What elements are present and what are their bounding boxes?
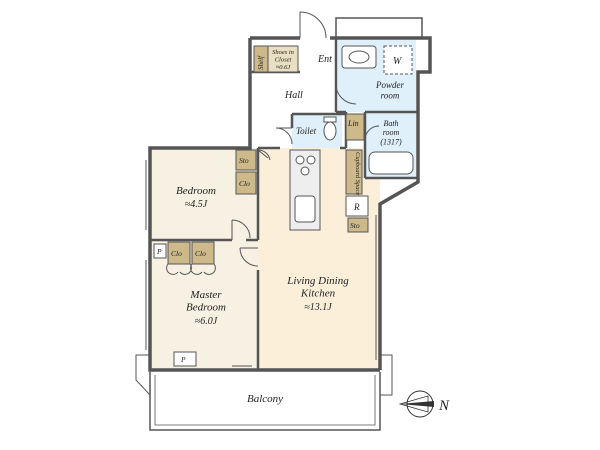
shoes-closet-box [267, 45, 299, 73]
outer-wall [148, 36, 432, 372]
label-line: ≈0.6J [276, 64, 292, 71]
linen-label: Lin [347, 119, 359, 128]
balcony-hatch-right [380, 354, 393, 396]
shelf-label: Shelf [257, 55, 265, 70]
cupboard-space-box [345, 149, 363, 195]
bedroom-size: ≈4.5J [185, 199, 208, 210]
stove-burner-1 [295, 155, 305, 165]
refrigerator-label: R [353, 202, 360, 212]
hall-label: Hall [284, 90, 303, 101]
closets [153, 45, 369, 367]
cupboard-space-label: Cupboard Space [354, 152, 361, 195]
label-line: Bath [383, 119, 398, 128]
label-line: (1317) [380, 137, 402, 146]
fixtures [289, 45, 414, 231]
bedroom-name: Bedroom [176, 185, 216, 197]
entrance-door-swing [299, 11, 327, 39]
washer-box [383, 45, 413, 75]
bedroom-door-swing [231, 219, 251, 240]
pipe-space-1-box [153, 243, 167, 259]
refrigerator-box [345, 195, 369, 217]
north-label: N [438, 398, 450, 414]
bathtub [368, 151, 414, 175]
toilet-door-swing [275, 127, 293, 145]
compass: N [398, 390, 450, 418]
toilet-bowl [323, 121, 337, 141]
balcony-rail-inner [154, 375, 376, 426]
storage-bedroom-box [235, 149, 257, 171]
kitchen-sink [294, 195, 316, 223]
label-line: Powder [375, 80, 404, 90]
closet-bedroom-label: Clo [239, 179, 250, 188]
pipe-space-2-box [173, 351, 197, 367]
closet-bedroom-box [235, 171, 257, 195]
label-line: room [383, 128, 400, 137]
toilet-tank [323, 116, 337, 123]
toilet-label: Toilet [296, 126, 317, 136]
balcony-label: Balcony [247, 393, 283, 405]
storage-bedroom-label: Sto [239, 156, 249, 165]
bath-door-swing [364, 125, 380, 141]
closet-master-2-label: Clo [195, 249, 206, 258]
label-line: Closet [275, 56, 292, 63]
roof-outline [335, 17, 423, 39]
compass-needle-icon [400, 401, 434, 407]
closet-master-2-box [191, 241, 215, 265]
closet-master-1-label: Clo [171, 249, 182, 258]
entrance-label: Ent [317, 54, 332, 65]
stove-burner-3 [300, 166, 310, 176]
label-line: Shoes in [272, 49, 294, 56]
storage-kitchen-box [347, 217, 369, 233]
ldk-size: ≈13.1J [304, 302, 332, 313]
hall-door-swing [257, 149, 271, 161]
balcony-hatch-left [135, 354, 151, 397]
washbasin-bowl [348, 50, 370, 64]
balcony-rail [149, 372, 381, 431]
master-door-swing [239, 247, 259, 267]
powder-door-swing [335, 83, 357, 105]
pipe-space-1-label: P [156, 247, 162, 256]
balcony [135, 354, 393, 431]
storage-kitchen-label: Sto [350, 221, 360, 230]
pipe-space-2-label: P [180, 355, 186, 364]
label-line: Living Dining [286, 275, 349, 287]
master-bedroom-size: ≈6.0J [195, 316, 218, 327]
washer-label: W [393, 56, 403, 67]
label-line: Master [189, 289, 222, 301]
closet-master-1-box [167, 241, 191, 265]
label-line: Bedroom [186, 302, 226, 314]
compass-needle-tail [398, 395, 429, 413]
label-line: room [381, 90, 400, 100]
linen-box [345, 113, 365, 141]
windows [145, 160, 377, 367]
label-line: Kitchen [300, 288, 336, 300]
stove-burner-2 [306, 155, 316, 165]
closet-master-doors [166, 263, 216, 275]
